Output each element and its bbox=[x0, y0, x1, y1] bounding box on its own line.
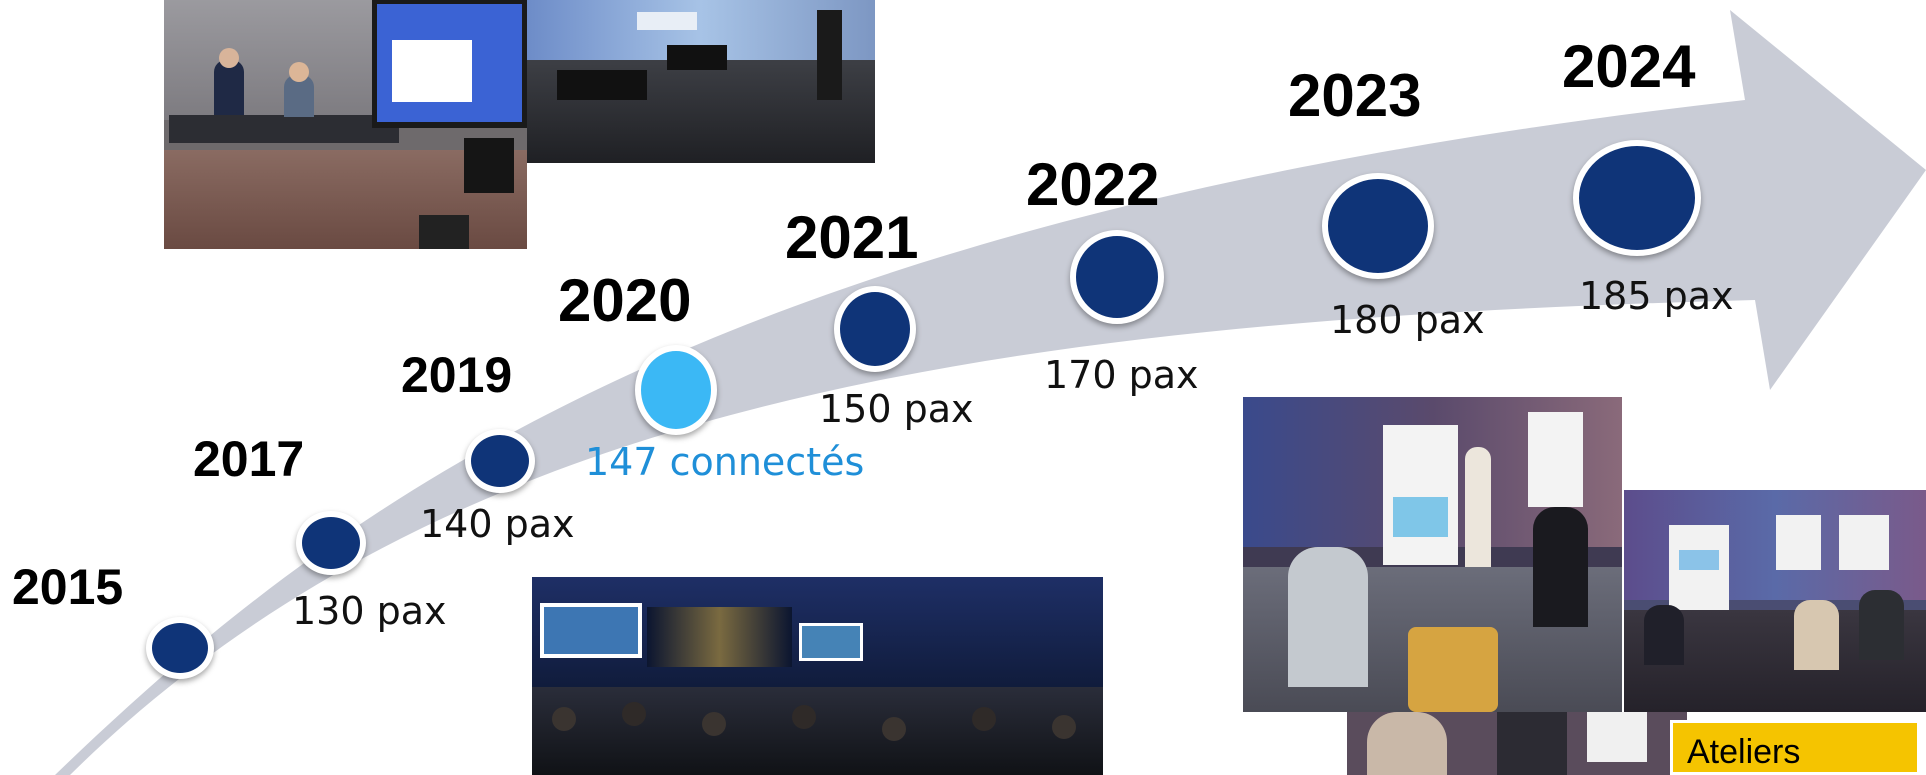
photo-workshop-table bbox=[1347, 712, 1687, 775]
attendance-2023: 180 pax bbox=[1330, 298, 1485, 342]
year-2019: 2019 bbox=[401, 347, 513, 403]
timeline-arrow-shape bbox=[55, 10, 1926, 775]
milestone-dot-2024 bbox=[1573, 140, 1701, 256]
milestone-dot-2017 bbox=[296, 511, 366, 575]
year-2022: 2022 bbox=[1026, 151, 1160, 218]
year-2021: 2021 bbox=[785, 204, 919, 271]
ateliers-badge-label: Ateliers bbox=[1687, 733, 1801, 771]
attendance-2017: 130 pax bbox=[292, 589, 447, 633]
year-2023: 2023 bbox=[1288, 62, 1422, 129]
year-2024: 2024 bbox=[1562, 33, 1696, 100]
photo-empty-stage bbox=[527, 0, 875, 163]
milestone-dot-2019 bbox=[465, 429, 535, 493]
attendance-2024: 185 pax bbox=[1579, 274, 1734, 318]
attendance-2022: 170 pax bbox=[1044, 353, 1199, 397]
attendance-2020: 147 connectés bbox=[585, 440, 865, 484]
ateliers-badge: Ateliers bbox=[1670, 720, 1920, 775]
year-2017: 2017 bbox=[193, 431, 305, 487]
milestone-dot-2023 bbox=[1322, 173, 1434, 279]
milestone-dot-2022 bbox=[1070, 230, 1164, 324]
year-2015: 2015 bbox=[12, 559, 124, 615]
attendance-2019: 140 pax bbox=[420, 502, 575, 546]
milestone-dot-2021 bbox=[834, 286, 916, 372]
milestone-dot-2015 bbox=[146, 617, 214, 679]
photo-conference-audience bbox=[532, 577, 1103, 775]
photo-workshop-group bbox=[1243, 397, 1622, 712]
attendance-2021: 150 pax bbox=[819, 387, 974, 431]
milestone-dot-2020 bbox=[635, 345, 717, 435]
photo-workshop-room bbox=[1624, 490, 1926, 712]
photo-speakers-panel bbox=[164, 0, 527, 249]
year-2020: 2020 bbox=[558, 267, 692, 334]
